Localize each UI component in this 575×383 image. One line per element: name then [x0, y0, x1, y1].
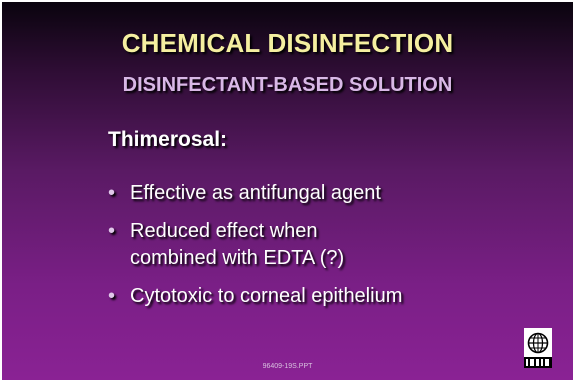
slide-footer: 96409-19S.PPT	[262, 363, 313, 370]
bullet-item: Reduced effect when combined with EDTA (…	[108, 218, 390, 272]
section-heading: Thimerosal:	[108, 128, 228, 151]
bullet-list: Effective as antifungal agent Reduced ef…	[108, 180, 528, 321]
slide-title: CHEMICAL DISINFECTION	[121, 28, 454, 58]
slide-subtitle: DISINFECTANT-BASED SOLUTION	[122, 74, 453, 96]
bullet-item: Effective as antifungal agent	[108, 180, 528, 207]
globe-logo-icon	[524, 328, 552, 368]
bullet-item: Cytotoxic to corneal epithelium	[108, 283, 528, 310]
